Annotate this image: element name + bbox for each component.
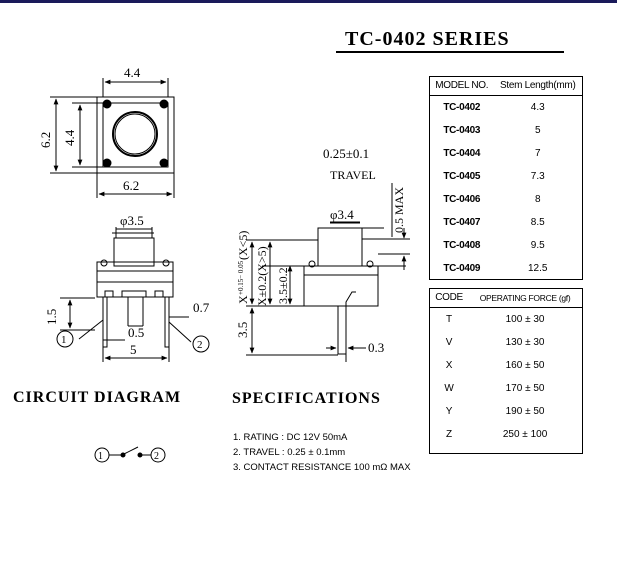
- dim-side-height: 6.2: [38, 132, 53, 148]
- force-cell: 250 ± 100: [502, 428, 548, 440]
- dim-x-low-cond: (X<5): [236, 231, 250, 260]
- dim-x-low-tol: +0.15− 0.05: [237, 260, 245, 295]
- dim-x-high: X±0.2(X>5): [255, 246, 269, 306]
- model-cell: TC-0406: [443, 193, 481, 205]
- top-border-line: [0, 0, 617, 3]
- value-cell: 7.3: [530, 170, 545, 182]
- front-view-drawing: [56, 227, 210, 362]
- dim-x-low: X: [236, 295, 250, 304]
- code-cell: Y: [445, 405, 453, 417]
- dim-inner-height: 4.4: [62, 129, 77, 146]
- spec-item: 1. RATING : DC 12V 50mA: [233, 432, 348, 443]
- force-cell: 190 ± 50: [505, 405, 545, 417]
- dim-pin-thickness: 0.3: [368, 340, 384, 355]
- circuit-symbol: [94, 446, 166, 463]
- spec-item: 2. TRAVEL : 0.25 ± 0.1mm: [233, 447, 346, 458]
- value-cell: 12.5: [528, 262, 548, 274]
- column-header: OPERATING FORCE (gf): [468, 289, 582, 308]
- value-cell: 9.5: [530, 239, 545, 251]
- column-header: MODEL NO.: [430, 77, 494, 96]
- table-row: TC-0402 4.3: [430, 96, 582, 119]
- circuit-pin-right: 2: [154, 451, 159, 462]
- dim-top-width: 4.4: [124, 65, 141, 80]
- code-cell: T: [446, 313, 453, 325]
- dim-travel-label: TRAVEL: [330, 168, 376, 182]
- table-row: TC-0407 8.5: [430, 211, 582, 234]
- value-cell: 5: [534, 124, 541, 136]
- title-underline: [336, 51, 564, 53]
- page-title: TC-0402 SERIES: [345, 28, 510, 50]
- force-cell: 130 ± 30: [505, 336, 545, 348]
- value-cell: 7: [534, 147, 541, 159]
- table-row: TC-0408 9.5: [430, 234, 582, 257]
- dim-stem-dia-front: φ3.5: [120, 213, 144, 228]
- pin-mark-1: 1: [61, 334, 67, 346]
- dim-stem-dia-side: φ3.4: [330, 207, 354, 222]
- model-cell: TC-0402: [443, 101, 481, 113]
- model-cell: TC-0407: [443, 216, 481, 228]
- table-row: Y 190 ± 50: [430, 400, 582, 423]
- model-cell: TC-0408: [443, 239, 481, 251]
- dim-bottom-width: 6.2: [123, 178, 139, 193]
- pin-mark-2: 2: [197, 339, 203, 351]
- table-row: Z 250 ± 100: [430, 423, 582, 446]
- operating-force-table: CODE OPERATING FORCE (gf) T 100 ± 30 V 130…: [429, 288, 583, 454]
- table-row: TC-0406 8: [430, 188, 582, 211]
- table-header-row: CODE OPERATING FORCE (gf): [430, 289, 582, 308]
- dim-pin-height: 1.5: [44, 309, 59, 325]
- top-view-drawing: [50, 78, 175, 198]
- table-row: W 170 ± 50: [430, 377, 582, 400]
- column-header: Stem Length(mm): [493, 77, 582, 96]
- code-cell: W: [444, 382, 454, 394]
- force-cell: 170 ± 50: [505, 382, 545, 394]
- code-cell: Z: [446, 428, 453, 440]
- value-cell: 8: [534, 193, 541, 205]
- value-cell: 4.3: [530, 101, 545, 113]
- specifications-list: 1. RATING : DC 12V 50mA 2. TRAVEL : 0.25…: [233, 430, 411, 475]
- force-cell: 100 ± 30: [505, 313, 545, 325]
- table-row: TC-0404 7: [430, 142, 582, 165]
- value-cell: 8.5: [530, 216, 545, 228]
- table-row: T 100 ± 30: [430, 308, 582, 331]
- model-cell: TC-0409: [443, 262, 481, 274]
- specifications-heading: SPECIFICATIONS: [232, 390, 381, 407]
- table-row: TC-0409 12.5: [430, 257, 582, 280]
- circuit-diagram-heading: CIRCUIT DIAGRAM: [13, 389, 182, 406]
- dim-travel: 0.25±0.1: [323, 146, 369, 161]
- table-row: V 130 ± 30: [430, 331, 582, 354]
- dim-body-height: 3.5: [235, 322, 250, 338]
- dim-max-gap: 0.5 MAX: [392, 187, 406, 233]
- table-header-row: MODEL NO. Stem Length(mm): [430, 77, 582, 96]
- dim-pin-pitch: 5: [130, 342, 137, 357]
- model-cell: TC-0403: [443, 124, 481, 136]
- force-cell: 160 ± 50: [505, 359, 545, 371]
- table-row: X 160 ± 50: [430, 354, 582, 377]
- model-cell: TC-0404: [443, 147, 481, 159]
- circuit-pin-left: 1: [98, 451, 103, 462]
- dim-pin-offset: 0.5: [128, 325, 144, 340]
- code-cell: V: [445, 336, 453, 348]
- model-cell: TC-0405: [443, 170, 481, 182]
- table-row: TC-0403 5: [430, 119, 582, 142]
- dim-pin-width: 0.7: [193, 300, 210, 315]
- code-cell: X: [445, 359, 453, 371]
- dim-stem-base: 3.5±0.2: [276, 267, 290, 304]
- stem-length-table: MODEL NO. Stem Length(mm) TC-0402 4.3 TC-…: [429, 76, 583, 280]
- table-row: TC-0405 7.3: [430, 165, 582, 188]
- column-header: CODE: [430, 289, 469, 308]
- side-view-drawing: [246, 183, 410, 362]
- spec-item: 3. CONTACT RESISTANCE 100 mΩ MAX: [233, 462, 411, 473]
